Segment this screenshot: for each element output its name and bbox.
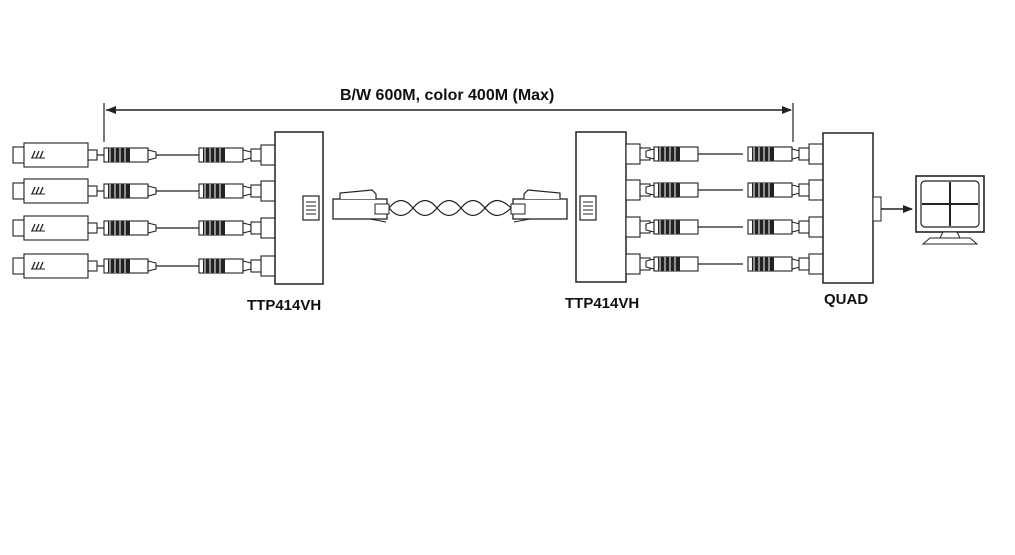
bnc-connector-icon bbox=[103, 147, 157, 163]
bnc-connector-icon bbox=[198, 183, 252, 199]
bnc-connector-icon bbox=[198, 220, 252, 236]
bnc-connector-icon bbox=[645, 219, 699, 235]
cctv-camera-icon bbox=[12, 215, 98, 241]
quad-box bbox=[822, 132, 913, 284]
bnc-connector-icon bbox=[103, 258, 157, 274]
cctv-camera-icon bbox=[12, 142, 98, 168]
right-transceiver-label: TTP414VH bbox=[565, 295, 640, 312]
left-rj45-port bbox=[302, 195, 320, 221]
bnc-connector-icon bbox=[747, 219, 801, 235]
quad-label: QUAD bbox=[824, 291, 869, 308]
bnc-jack bbox=[625, 253, 651, 275]
cctv-camera-icon bbox=[12, 178, 98, 204]
bnc-connector-icon bbox=[747, 182, 801, 198]
bnc-connector-icon bbox=[103, 220, 157, 236]
bnc-connector-icon bbox=[198, 147, 252, 163]
distance-dimension bbox=[103, 103, 794, 142]
bnc-connector-icon bbox=[645, 182, 699, 198]
camera-group bbox=[12, 142, 98, 279]
bnc-connector-icon bbox=[103, 183, 157, 199]
right-rj45-port bbox=[579, 195, 597, 221]
bnc-jack bbox=[798, 216, 824, 238]
right-bnc-connectors bbox=[625, 143, 824, 275]
bnc-connector-icon bbox=[198, 258, 252, 274]
bnc-connector-icon bbox=[747, 146, 801, 162]
cctv-camera-icon bbox=[12, 253, 98, 279]
bnc-connector-icon bbox=[747, 256, 801, 272]
bnc-jack bbox=[798, 253, 824, 275]
right-transceiver-box bbox=[575, 131, 627, 283]
rj45-plug-icon bbox=[510, 189, 568, 223]
left-transceiver-label: TTP414VH bbox=[247, 297, 322, 314]
distance-label: B/W 600M, color 400M (Max) bbox=[340, 87, 555, 104]
bnc-jack bbox=[250, 255, 276, 277]
quad-monitor-icon bbox=[915, 175, 985, 245]
bnc-connector-icon bbox=[645, 146, 699, 162]
utp-cable bbox=[332, 189, 568, 223]
bnc-connector-icon bbox=[645, 256, 699, 272]
bnc-jack bbox=[250, 180, 276, 202]
bnc-jack bbox=[250, 144, 276, 166]
left-transceiver-box bbox=[274, 131, 324, 285]
bnc-jack bbox=[250, 217, 276, 239]
bnc-jack bbox=[625, 143, 651, 165]
left-bnc-connectors bbox=[97, 144, 276, 277]
rj45-plug-icon bbox=[332, 189, 390, 223]
bnc-jack bbox=[798, 143, 824, 165]
bnc-jack bbox=[798, 179, 824, 201]
